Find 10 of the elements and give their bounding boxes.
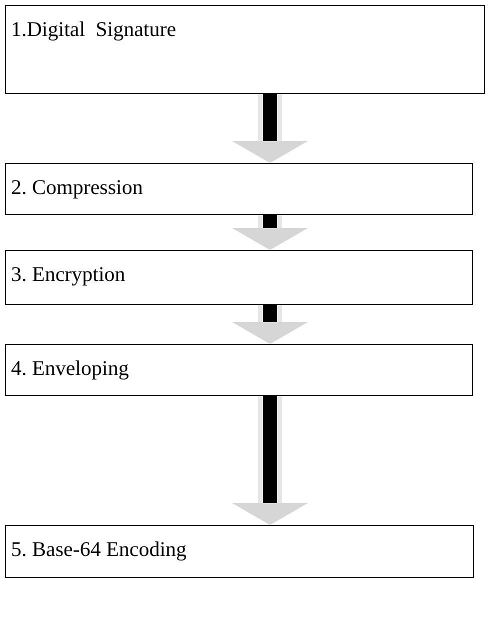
step-label: 2. Compression	[11, 174, 144, 200]
process-box	[5, 163, 473, 215]
step-label: 1.Digital Signature	[11, 16, 178, 42]
process-box	[5, 525, 474, 578]
step-label: 4. Enveloping	[11, 355, 130, 381]
step-label: 3. Encryption	[11, 261, 126, 287]
process-box	[5, 344, 473, 396]
process-box	[5, 5, 485, 94]
step-label: 5. Base-64 Encoding	[11, 536, 188, 562]
process-box	[5, 250, 473, 305]
